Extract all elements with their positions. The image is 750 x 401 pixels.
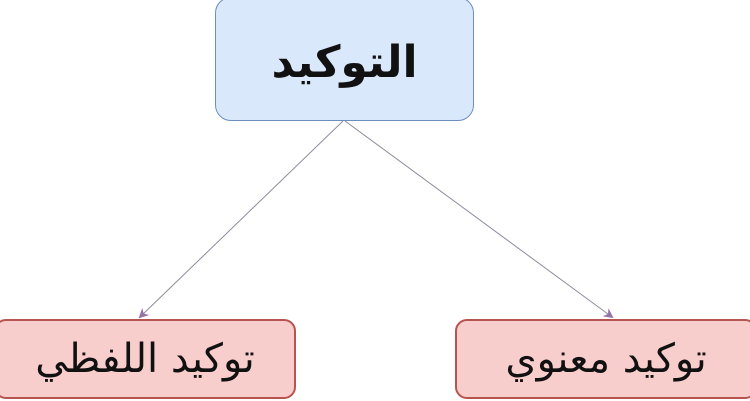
root-node-emphasis: التوكيد — [215, 0, 474, 121]
child-node-verbal-emphasis: توكيد اللفظي — [0, 319, 296, 399]
root-node-label: التوكيد — [271, 36, 418, 88]
child-node-semantic-emphasis: توكيد معنوي — [455, 319, 750, 399]
edge-root-to-right — [344, 120, 614, 319]
child-node-label: توكيد اللفظي — [35, 336, 255, 382]
child-node-label: توكيد معنوي — [505, 336, 707, 382]
edge-root-to-left — [138, 120, 344, 319]
